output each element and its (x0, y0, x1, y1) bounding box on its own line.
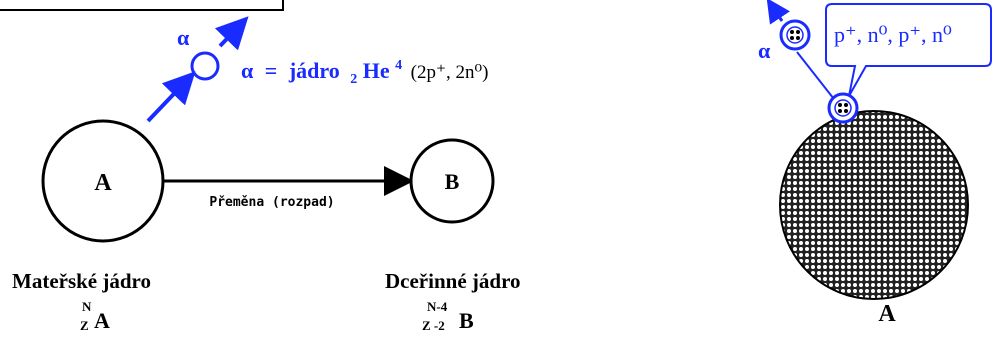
parent-caption: Mateřské jádro (12, 269, 151, 293)
parent-nucleus-label: A (94, 170, 112, 196)
daughter-caption: Dceřinné jádro (385, 269, 521, 293)
eq-equals: = (265, 58, 278, 83)
callout-text: p⁺, n⁰, p⁺, n⁰ (834, 22, 952, 47)
daughter-nucleus-label: B (445, 169, 460, 194)
parent-atomic-number: Z (80, 318, 89, 333)
alpha-cluster-in-nucleus (827, 92, 859, 124)
parent-nucleus-circle (41, 119, 165, 243)
nucleus-dotted-circle (779, 110, 969, 300)
eq-composition: (2p⁺, 2n⁰) (411, 62, 489, 83)
right-alpha-symbol: α (758, 38, 771, 63)
eq-he-symbol: He (363, 58, 390, 83)
alpha-trajectory-arrow-1 (146, 71, 196, 123)
eq-word: jádro (288, 58, 340, 83)
emitted-alpha-particle (779, 19, 811, 51)
daughter-mass-number: N-4 (427, 299, 448, 314)
eq-he-sub: 2 (350, 72, 357, 87)
eq-he-sup: 4 (395, 58, 402, 73)
eq-alpha: α (241, 58, 254, 83)
parent-symbol: A (94, 308, 110, 333)
daughter-nucleus-circle (409, 138, 495, 224)
alpha-equation: α = jádro 2 He 4 (2p⁺, 2n⁰) (241, 49, 488, 88)
daughter-atomic-number: Z -2 (422, 318, 445, 333)
right-alpha-arrow (766, 0, 790, 25)
frame-border (0, 0, 284, 11)
transformation-label: Přeměna (rozpad) (209, 195, 334, 210)
alpha-trajectory-arrow-2 (214, 16, 249, 51)
alpha-symbol: α (177, 25, 190, 50)
callout-bubble (825, 3, 992, 97)
daughter-symbol: B (459, 308, 474, 333)
alpha-particle (190, 51, 220, 81)
parent-mass-number: N (82, 299, 92, 314)
right-nucleus-label: A (878, 301, 896, 327)
